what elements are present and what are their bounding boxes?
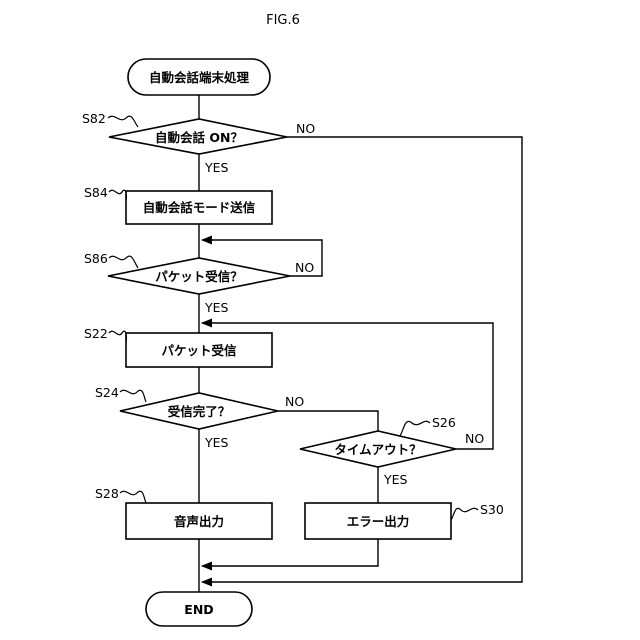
- step-label-s22: S22: [84, 326, 108, 341]
- process-s30-label: エラー出力: [347, 514, 410, 529]
- process-s84-label: 自動会話モード送信: [143, 200, 256, 215]
- end-terminal: END: [146, 592, 252, 626]
- branch-labels: NO YES NO YES NO YES NO YES: [204, 121, 484, 487]
- process-s22: パケット受信: [126, 333, 272, 367]
- leader-s28: [120, 491, 146, 503]
- step-label-s28: S28: [95, 486, 119, 501]
- decision-s86-label: パケット受信？: [155, 269, 243, 284]
- leader-s82: [108, 116, 138, 127]
- edge-s30-merge: [202, 539, 378, 566]
- start-terminal: 自動会話端末処理: [128, 59, 270, 95]
- step-label-s84: S84: [84, 185, 108, 200]
- process-s84: 自動会話モード送信: [126, 191, 272, 224]
- leader-s24: [120, 390, 146, 402]
- branch-s86-no: NO: [295, 260, 314, 275]
- decision-s24: 受信完了？: [120, 393, 278, 429]
- edge-s24-s26: [278, 411, 378, 431]
- decision-s82-label: 自動会話 ON？: [155, 130, 243, 145]
- figure-title: FIG.6: [266, 13, 300, 28]
- decision-s26: タイムアウト？: [300, 431, 456, 467]
- decision-s26-label: タイムアウト？: [334, 442, 421, 457]
- branch-s26-yes: YES: [383, 472, 408, 487]
- start-label: 自動会話端末処理: [149, 70, 250, 85]
- branch-s24-yes: YES: [204, 435, 229, 450]
- step-label-s82: S82: [82, 111, 106, 126]
- branch-s24-no: NO: [285, 394, 304, 409]
- decision-s24-label: 受信完了？: [168, 404, 231, 419]
- step-label-s30: S30: [480, 502, 504, 517]
- branch-s82-yes: YES: [204, 160, 229, 175]
- process-s30: エラー出力: [305, 503, 451, 539]
- process-s28-label: 音声出力: [174, 514, 224, 529]
- process-s28: 音声出力: [126, 503, 272, 539]
- branch-s86-yes: YES: [204, 300, 229, 315]
- leader-s26: [400, 421, 430, 436]
- step-labels: S82 S84 S86 S22 S24 S26 S28 S30: [82, 111, 504, 520]
- leader-s22: [109, 331, 126, 342]
- step-label-s86: S86: [84, 251, 108, 266]
- branch-s26-no: NO: [465, 431, 484, 446]
- leader-s84: [109, 190, 126, 200]
- branch-s82-no: NO: [296, 121, 315, 136]
- leader-s30: [451, 508, 478, 520]
- end-label: END: [184, 602, 213, 617]
- step-label-s26: S26: [432, 415, 456, 430]
- leader-s86: [109, 256, 138, 268]
- process-s22-label: パケット受信: [161, 343, 237, 358]
- step-label-s24: S24: [95, 385, 119, 400]
